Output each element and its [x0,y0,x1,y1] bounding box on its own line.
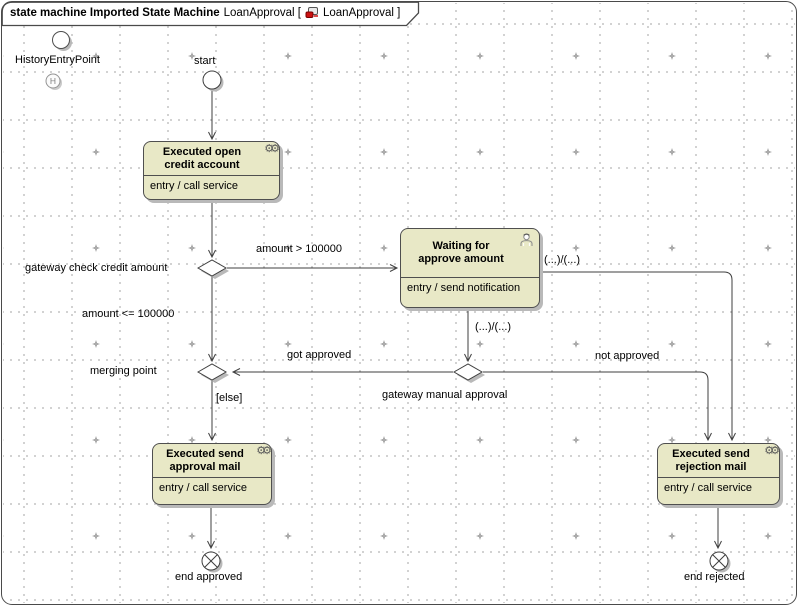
gateway-manual-diamond[interactable] [452,363,484,381]
merge-label: merging point [90,365,157,377]
state-open-credit-account[interactable]: Executed open credit account entry / cal… [143,141,280,200]
frame-title-ref: LoanApproval ] [323,6,401,19]
history-entry-label: HistoryEntryPoint [15,54,100,66]
merge-diamond[interactable] [196,363,228,381]
end-x-icon [204,554,218,568]
history-h-letter: H [50,76,56,86]
end-approved-node[interactable] [201,551,221,571]
end-approved-label: end approved [175,571,243,583]
start-node[interactable] [202,70,222,90]
guard-not-approved-label: not approved [595,350,660,362]
gear-icon [256,445,268,458]
guard-else-label: [else] [216,392,243,404]
state-waiting-approve-amount[interactable]: Waiting for approve amount entry / send … [400,228,540,308]
state-entry-action: entry / call service [664,482,753,494]
state-name: Executed send rejection mail [672,447,750,473]
trigger-waiting-right-label: (...)/(...) [544,254,581,266]
gateway-manual-label: gateway manual approval [382,389,508,401]
frame-title-name: LoanApproval [ [223,6,301,19]
state-entry-action: entry / send notification [407,282,521,294]
history-h-node[interactable] [45,73,61,89]
gear-icon [764,445,776,458]
state-name: Executed send approval mail [166,447,244,473]
state-name: Executed open credit account [162,145,242,171]
frame-title: state machine Imported State Machine Loa… [10,6,400,19]
gear-icon [264,143,276,156]
state-machine-icon [305,7,318,18]
state-title: Executed send approval mail [153,444,271,478]
state-send-rejection-mail[interactable]: Executed send rejection mail entry / cal… [657,443,780,505]
state-name: Waiting for approve amount [418,240,504,265]
person-icon [520,233,533,246]
end-rejected-label: end rejected [684,571,745,583]
state-title: Executed open credit account [144,142,279,176]
state-entry-action: entry / call service [150,180,239,192]
gateway-check-diamond[interactable] [196,259,228,277]
state-title: Executed send rejection mail [658,444,779,478]
state-title: Waiting for approve amount [401,229,539,278]
start-label: start [194,55,216,67]
guard-got-approved-label: got approved [287,349,352,361]
gateway-check-label: gateway check credit amount [25,262,168,274]
transition-waiting-to-rejection[interactable] [540,271,736,442]
guard-amount-gt-label: amount > 100000 [256,243,342,255]
end-rejected-node[interactable] [709,551,729,571]
frame-title-kind: state machine Imported State Machine [10,6,220,19]
end-x-icon [712,554,726,568]
state-send-approval-mail[interactable]: Executed send approval mail entry / call… [152,443,272,505]
state-entry-action: entry / call service [159,482,248,494]
history-entry-point[interactable] [52,31,70,49]
transition-not-approved-to-rejection[interactable] [483,371,712,442]
trigger-waiting-down-label: (...)/(...) [475,321,512,333]
guard-amount-le-label: amount <= 100000 [82,308,175,320]
